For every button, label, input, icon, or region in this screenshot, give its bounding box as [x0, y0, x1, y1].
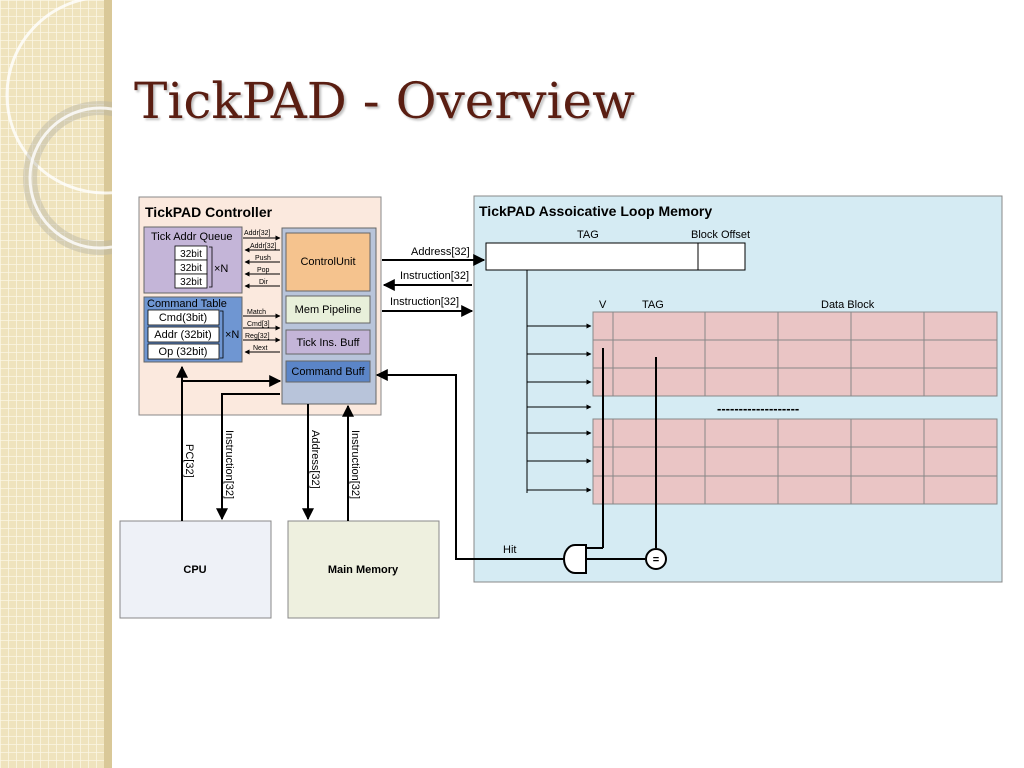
index-decode-arrows: [526, 270, 592, 493]
mem-instruction-bus-label: Instruction[32]: [349, 430, 361, 499]
tick-addr-queue-label: Tick Addr Queue: [151, 231, 233, 243]
signal-reg32: Reg[32]: [245, 333, 270, 340]
slide-title: TickPAD - Overview: [134, 72, 635, 130]
tick-addr-queue-entry: 32bit: [180, 277, 202, 288]
instruction-out-label: Instruction[32]: [390, 296, 459, 308]
command-table-entry: Op (32bit): [159, 346, 208, 358]
rows-ellipsis: -------------------: [717, 401, 799, 416]
data-block-label: Data Block: [821, 299, 875, 311]
command-table-multiplier: ×N: [225, 329, 239, 341]
pc-bus-label: PC[32]: [183, 444, 195, 478]
mem-pipeline: [285, 295, 371, 324]
command-table-entry: Addr (32bit): [154, 329, 211, 341]
instruction-in-label: Instruction[32]: [400, 270, 469, 282]
hit-label: Hit: [503, 544, 516, 556]
v-label: V: [599, 299, 607, 311]
tick-addr-queue-multiplier: ×N: [214, 263, 228, 275]
hit-logic-wires: [586, 348, 657, 560]
cpu-label: CPU: [183, 564, 206, 576]
tick-ins-buff: [285, 329, 371, 355]
loop-memory-rows-bottom: [592, 418, 998, 505]
cpu-instruction-bus-arrow: [216, 393, 280, 521]
signal-addr32-in: Addr[32]: [250, 243, 277, 250]
cpu-instruction-bus-label: Instruction[32]: [223, 430, 235, 499]
sidebar-decoration: [0, 0, 112, 768]
tick-addr-queue-entry: 32bit: [180, 249, 202, 260]
command-table-bracket: [220, 310, 224, 359]
address-register: [485, 242, 746, 271]
comparator-symbol: =: [653, 554, 659, 566]
tag-column-label: TAG: [642, 299, 664, 311]
control-unit: [285, 232, 371, 292]
signal-addr32-out: Addr[32]: [244, 230, 271, 237]
cpu-box: [119, 520, 272, 619]
hit-signal-wire: [375, 369, 565, 560]
main-memory-label: Main Memory: [328, 564, 399, 576]
command-table-entries: [147, 309, 220, 360]
signal-push: Push: [255, 255, 271, 262]
loop-memory-rows-top: [592, 311, 998, 397]
signal-pop: Pop: [257, 267, 270, 274]
controller-title: TickPAD Controller: [145, 204, 273, 220]
signal-match: Match: [247, 309, 266, 316]
address-bus-label: Address[32]: [411, 246, 470, 258]
block-offset-label: Block Offset: [691, 229, 750, 241]
signal-next: Next: [253, 345, 267, 352]
command-table-label: Command Table: [147, 298, 227, 310]
mem-pipeline-label: Mem Pipeline: [295, 304, 362, 316]
tick-ins-buff-label: Tick Ins. Buff: [297, 337, 361, 349]
comparator-icon: [645, 548, 667, 570]
tag-label: TAG: [577, 229, 599, 241]
command-buff-label: Command Buff: [291, 366, 365, 378]
tick-addr-queue-entry: 32bit: [180, 263, 202, 274]
tick-addr-queue-bracket: [209, 246, 213, 288]
main-memory-box: [287, 520, 440, 619]
mem-address-bus-label: Address[32]: [309, 430, 321, 489]
control-unit-label: ControlUnit: [300, 256, 355, 268]
command-table-entry: Cmd(3bit): [159, 312, 207, 324]
tick-addr-queue-entries: [174, 245, 208, 289]
internal-signal-arrows: [243, 235, 281, 355]
command-buff: [285, 360, 371, 383]
signal-cmd3: Cmd[3]: [247, 321, 270, 328]
and-gate-icon: [563, 544, 587, 574]
loop-memory-title: TickPAD Assoicative Loop Memory: [479, 203, 712, 219]
signal-dir: Dir: [259, 279, 269, 286]
